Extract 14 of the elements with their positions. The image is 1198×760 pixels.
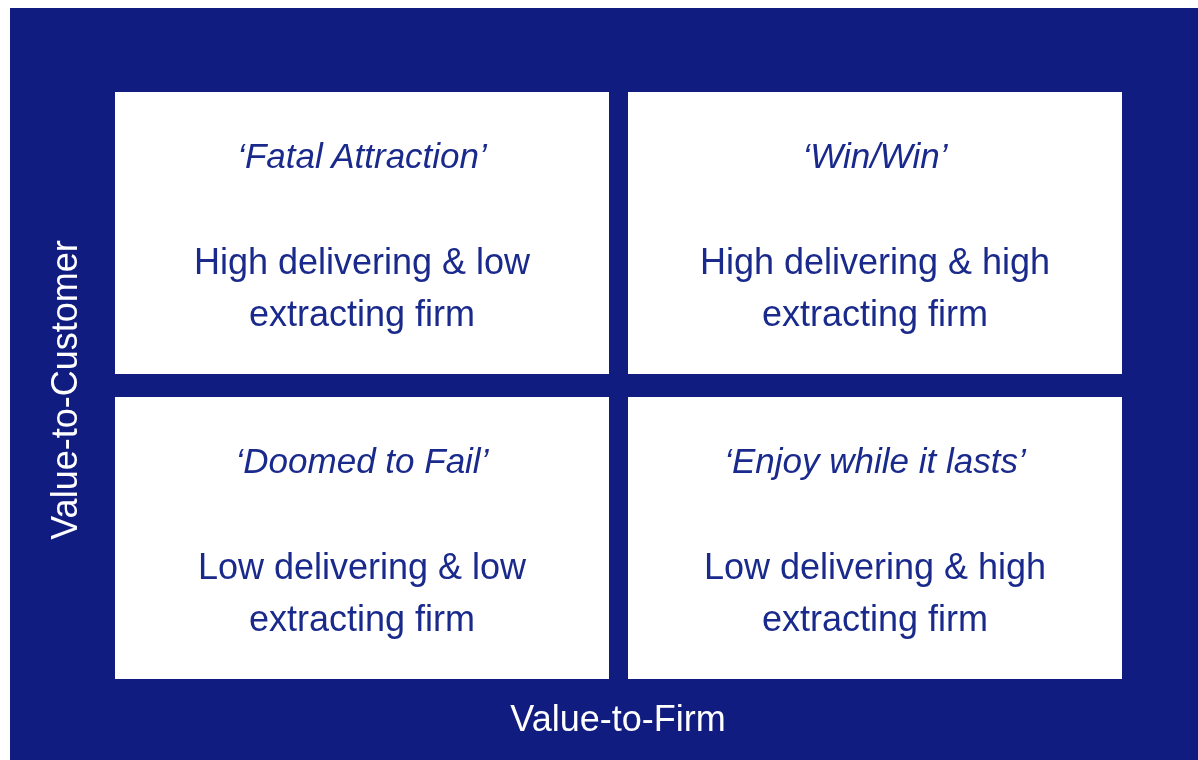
quadrant-box	[628, 92, 1122, 374]
quadrant-description: High delivering & low extracting firm	[192, 240, 532, 336]
quadrant-title: ‘Doomed to Fail’	[234, 441, 490, 481]
quadrant-box	[115, 92, 609, 374]
quadrant-title: ‘Fatal Attraction’	[236, 136, 488, 176]
quadrant-title: ‘Win/Win’	[801, 136, 949, 176]
x-axis-label: Value-to-Firm	[510, 698, 726, 740]
quadrant-box	[115, 397, 609, 679]
quadrant-box	[628, 397, 1122, 679]
quadrant-description: Low delivering & low extracting firm	[196, 545, 528, 641]
quadrant-title: ‘Enjoy while it lasts’	[723, 441, 1027, 481]
y-axis-label: Value-to-Customer	[44, 240, 86, 540]
quadrant-description: Low delivering & high extracting firm	[702, 545, 1048, 641]
quadrant-description: High delivering & high extracting firm	[698, 240, 1052, 336]
